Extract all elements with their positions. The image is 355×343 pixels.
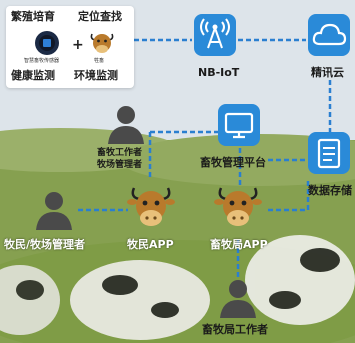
monitor-icon <box>224 112 254 139</box>
background-cow-left <box>0 265 60 335</box>
staff-label-line2: 牧场管理者 <box>97 160 143 170</box>
platform-node <box>218 104 260 146</box>
cow-app-icon-herdsman[interactable] <box>126 182 176 232</box>
sensor-device-icon <box>35 31 59 55</box>
card-label-locating: 定位查找 <box>78 10 122 23</box>
bureau-app-label: 畜牧局APP <box>210 238 268 251</box>
nbiot-node <box>194 14 236 56</box>
storage-node <box>308 132 350 174</box>
antenna-icon <box>200 18 230 49</box>
person-icon-staff <box>108 106 144 144</box>
background-cow-right <box>245 235 355 325</box>
plus-sign: + <box>72 37 84 53</box>
database-icon <box>317 138 341 169</box>
nbiot-label: NB-IoT <box>198 66 240 79</box>
monitoring-card: 繁殖培育 定位查找 + 智慧畜牧传感器 牲畜 健康监测 环境监测 <box>6 6 134 88</box>
background-cow-center <box>70 260 210 340</box>
herdsman-manager-label: 牧民/牧场管理者 <box>4 238 86 251</box>
cloud-node <box>308 14 350 56</box>
livestock-cow-icon <box>90 33 114 53</box>
staff-label-line1: 畜牧工作者 <box>97 148 143 158</box>
card-caption-sensor: 智慧畜牧传感器 <box>24 58 60 64</box>
cow-app-icon-bureau[interactable] <box>213 182 263 232</box>
cloud-label: 精讯云 <box>311 66 344 79</box>
card-label-breeding: 繁殖培育 <box>11 10 55 23</box>
person-icon-herdsman <box>36 192 72 230</box>
platform-label: 畜牧管理平台 <box>200 156 266 169</box>
cloud-icon <box>312 23 347 46</box>
card-caption-livestock: 牲畜 <box>94 58 105 64</box>
card-label-environment: 环境监测 <box>74 69 118 82</box>
herdsman-app-label: 牧民APP <box>127 238 174 251</box>
bureau-worker-label: 畜牧局工作者 <box>202 323 268 336</box>
storage-label: 数据存储 <box>308 184 352 197</box>
card-label-health: 健康监测 <box>11 69 55 82</box>
person-icon-bureau-worker <box>220 280 256 318</box>
